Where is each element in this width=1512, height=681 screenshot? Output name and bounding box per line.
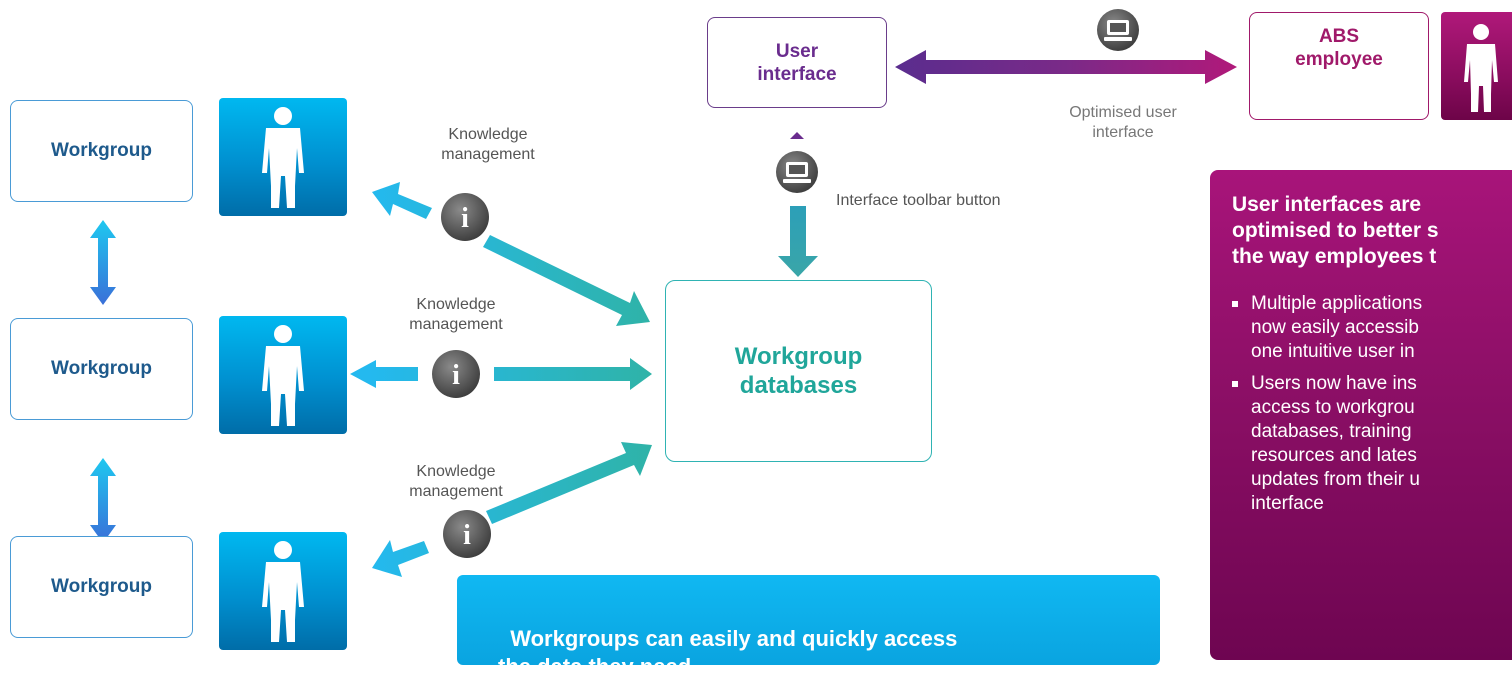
workgroup-box-2: Workgroup: [10, 318, 193, 420]
knowledge-arrow-3: [372, 442, 652, 577]
person-icon: [262, 325, 304, 426]
user-interfaces-panel: User interfaces are optimised to better …: [1210, 170, 1512, 660]
person-icon: [1464, 24, 1498, 112]
database-label: Workgroup databases: [734, 343, 863, 399]
info-icon[interactable]: i: [432, 350, 480, 398]
person-icon: [262, 541, 304, 642]
knowledge-management-label-3: Knowledge management: [409, 463, 503, 500]
person-tile-1: [219, 98, 347, 216]
workgroups-access-panel: Workgroups can easily and quickly access…: [457, 575, 1160, 679]
person-tile-2: [219, 316, 347, 434]
info-icon[interactable]: i: [441, 193, 489, 241]
user-interface-label: User interface: [757, 40, 837, 85]
panel-heading: User interfaces are optimised to better …: [1232, 193, 1439, 268]
person-tile-3: [219, 532, 347, 650]
abs-employee-label: ABS employee: [1295, 26, 1383, 70]
workgroup-label: Workgroup: [51, 576, 152, 597]
knowledge-management-label-1: Knowledge management: [441, 126, 535, 163]
workgroup-label: Workgroup: [51, 358, 152, 379]
svg-text:i: i: [452, 360, 460, 391]
knowledge-arrow-1: [372, 182, 650, 326]
interface-toolbar-button-label: Interface toolbar button: [836, 192, 1001, 209]
person-icon: [262, 107, 304, 208]
workgroup-box-1: Workgroup: [10, 100, 193, 202]
panel-bullet: Users now have ins access to workgrou da…: [1232, 372, 1512, 516]
abs-employee-box: ABS employee: [1249, 12, 1429, 120]
info-icon[interactable]: i: [443, 510, 491, 558]
optimised-user-interface-label: Optimised user interface: [1069, 104, 1177, 141]
svg-text:i: i: [463, 520, 471, 551]
panel-bullet: Multiple applications now easily accessi…: [1232, 292, 1512, 364]
workgroup-box-3: Workgroup: [10, 536, 193, 638]
workgroup-label: Workgroup: [51, 140, 152, 161]
workgroups-access-text: Workgroups can easily and quickly access…: [498, 626, 958, 679]
vertical-arrow-2: [90, 458, 116, 543]
user-interface-box: User interface: [707, 17, 887, 108]
svg-text:i: i: [461, 203, 469, 234]
toolbar-down-arrow: [778, 206, 818, 277]
computer-icon[interactable]: [776, 151, 818, 193]
employee-tile: [1441, 12, 1512, 120]
knowledge-management-label-2: Knowledge management: [409, 296, 503, 333]
connector-layer: i i i: [90, 9, 1237, 577]
user-interface-arrow: [895, 50, 1237, 84]
knowledge-arrow-2: [350, 358, 652, 390]
toolbar-up-triangle: [790, 132, 804, 139]
computer-icon[interactable]: [1097, 9, 1139, 51]
workgroup-databases-box: Workgroup databases: [665, 280, 932, 462]
vertical-arrow-1: [90, 220, 116, 305]
